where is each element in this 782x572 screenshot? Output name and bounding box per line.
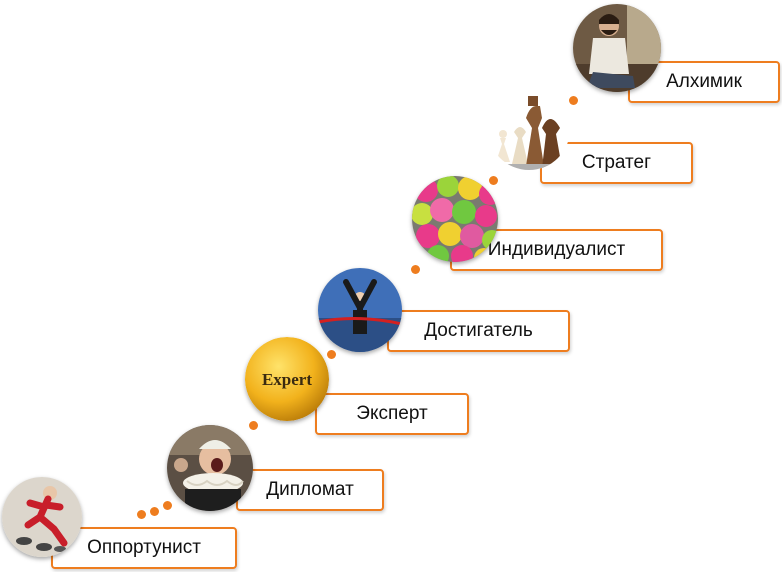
expert-badge-text: Expert (262, 370, 312, 389)
connector-dot (327, 350, 336, 359)
chess-pieces-icon (488, 88, 570, 170)
seated-man-portrait-icon (573, 4, 661, 92)
colorful-chicks-icon (412, 176, 498, 262)
connector-dot (137, 510, 146, 519)
stage-label-expert: Эксперт (315, 393, 469, 435)
connector-dot (150, 507, 159, 516)
stage-label-achiever: Достигатель (387, 310, 570, 352)
stage-label-diplomat: Дипломат (236, 469, 384, 511)
connector-dot (489, 176, 498, 185)
stage-label-strategist: Стратег (540, 142, 693, 184)
stage-label-opportunist: Оппортунист (51, 527, 237, 569)
finish-line-winner-icon (318, 268, 402, 352)
connector-dot (411, 265, 420, 274)
running-man-icon (2, 477, 82, 557)
connector-dot (569, 96, 578, 105)
shouting-man-ruff-icon (167, 425, 253, 511)
connector-dot (249, 421, 258, 430)
stage-label-individualist: Индивидуалист (450, 229, 663, 271)
expert-badge-icon: Expert (245, 337, 329, 421)
connector-dot (163, 501, 172, 510)
